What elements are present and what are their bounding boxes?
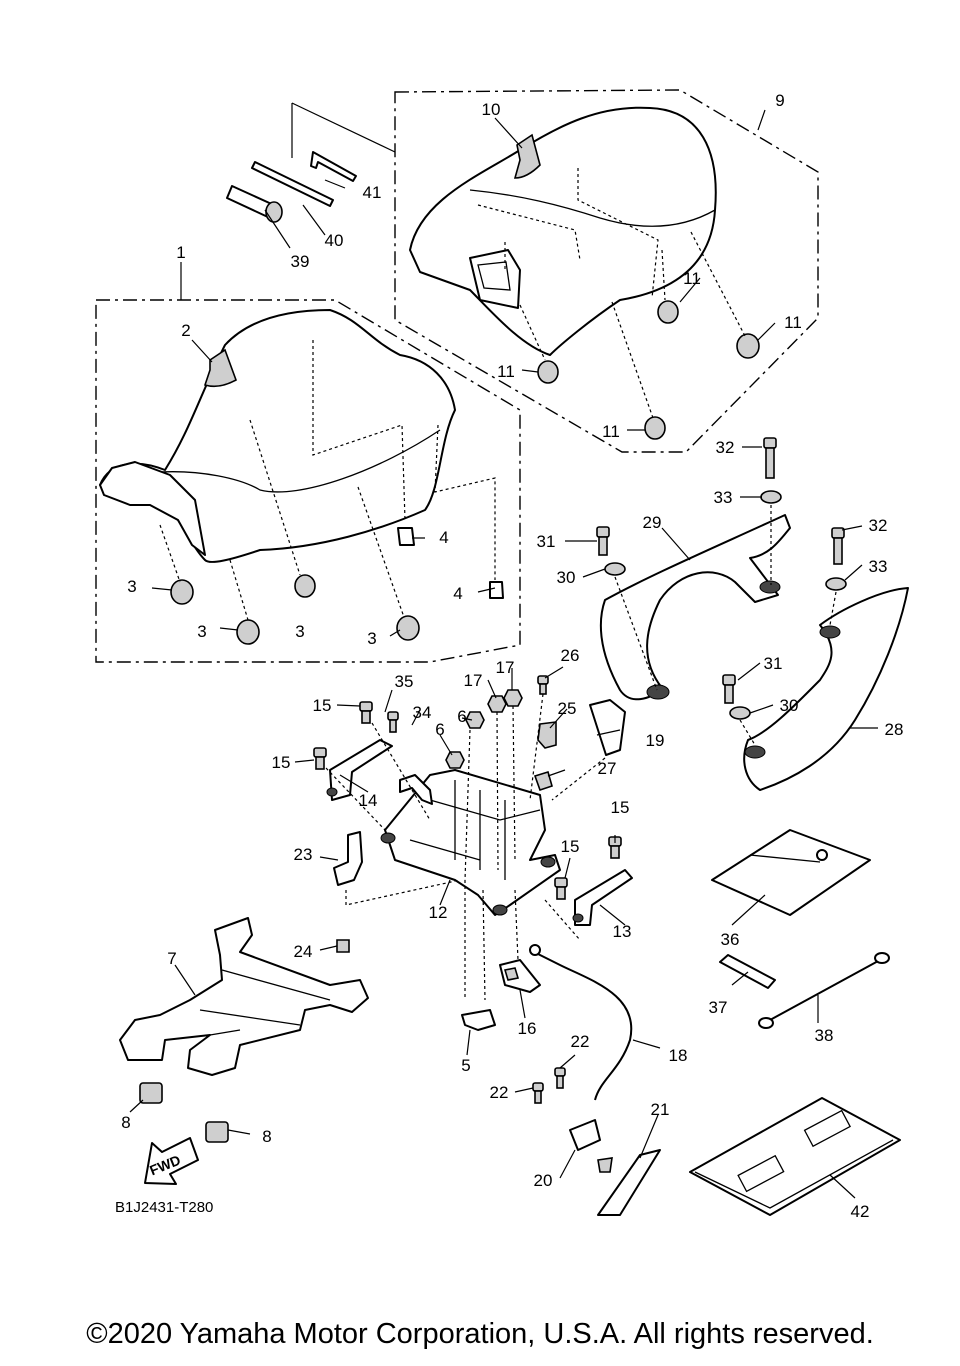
callout-26: 26 xyxy=(561,646,580,665)
callout-14: 14 xyxy=(359,791,378,810)
callout-19: 19 xyxy=(646,731,665,750)
callout-6: 6 xyxy=(435,720,444,739)
callout-32: 32 xyxy=(716,438,735,457)
callout-36: 36 xyxy=(721,930,740,949)
bracket-34[interactable] xyxy=(399,774,433,805)
callout-2: 2 xyxy=(181,321,190,340)
callout-8: 8 xyxy=(121,1113,130,1132)
grab-bar-28[interactable] xyxy=(743,587,909,791)
callout-11: 11 xyxy=(784,313,802,332)
bracket-14[interactable] xyxy=(326,739,393,801)
copyright-notice: ©2020 Yamaha Motor Corporation, U.S.A. A… xyxy=(86,1318,874,1350)
callout-7: 7 xyxy=(167,949,176,968)
callout-28: 28 xyxy=(885,720,904,739)
callout-17: 17 xyxy=(464,671,483,690)
callout-27: 27 xyxy=(598,759,617,778)
callout-3: 3 xyxy=(295,622,304,641)
subframe-rubbers xyxy=(139,1082,229,1143)
callout-35: 35 xyxy=(395,672,414,691)
callout-12: 12 xyxy=(429,903,448,922)
owners-manual-envelope[interactable] xyxy=(711,829,871,916)
bracket-13[interactable] xyxy=(572,869,633,926)
callout-11: 11 xyxy=(683,269,701,288)
callout-39: 39 xyxy=(291,252,310,271)
helmet-cable-38[interactable] xyxy=(758,952,890,1029)
callout-labels: 1 2 3 3 3 3 4 4 5 6 6 7 8 8 9 10 11 11 1… xyxy=(121,91,903,1221)
callout-32: 32 xyxy=(869,516,888,535)
lock-dashed-leads xyxy=(325,693,606,1001)
callout-21: 21 xyxy=(651,1100,670,1119)
callout-16: 16 xyxy=(518,1019,537,1038)
callout-30: 30 xyxy=(557,568,576,587)
callout-24: 24 xyxy=(294,942,313,961)
callout-15: 15 xyxy=(272,753,291,772)
front-seat-dashed-leads xyxy=(159,524,249,621)
grab-bar-29[interactable] xyxy=(599,514,791,701)
callout-1: 1 xyxy=(176,243,185,262)
callout-10: 10 xyxy=(482,100,501,119)
callout-40: 40 xyxy=(325,231,344,250)
callout-3: 3 xyxy=(197,622,206,641)
front-seat[interactable] xyxy=(99,309,496,621)
seat-subframe[interactable] xyxy=(119,917,369,1076)
hook-5[interactable] xyxy=(461,1009,496,1031)
callout-42: 42 xyxy=(851,1202,870,1221)
front-seat-dampers xyxy=(170,527,504,645)
callout-6: 6 xyxy=(457,707,466,726)
callout-leaders xyxy=(129,109,878,1199)
callout-41: 41 xyxy=(363,183,382,202)
key-cylinder-parts xyxy=(532,1067,661,1216)
seat-lock-bracket[interactable] xyxy=(380,769,561,916)
callout-31: 31 xyxy=(537,532,556,551)
seat-lock-cable[interactable] xyxy=(529,944,633,1101)
callout-4: 4 xyxy=(439,528,448,547)
callout-22: 22 xyxy=(571,1032,590,1051)
callout-8: 8 xyxy=(262,1127,271,1146)
diagram-code: B1J2431-T280 xyxy=(115,1199,213,1216)
callout-5: 5 xyxy=(461,1056,470,1075)
manual-booklet-42[interactable] xyxy=(689,1097,901,1216)
small-hardware xyxy=(313,675,626,953)
callout-31: 31 xyxy=(764,654,783,673)
callout-11: 11 xyxy=(602,422,620,441)
rear-seat-dashed-leads xyxy=(519,231,746,419)
bracket-23[interactable] xyxy=(333,831,363,886)
front-seat-group-outline xyxy=(95,299,521,663)
tool-kit-parts xyxy=(226,102,396,223)
seat-lock-assembly-16[interactable] xyxy=(499,959,541,993)
callout-3: 3 xyxy=(127,577,136,596)
grab-bar-fasteners xyxy=(596,437,847,720)
callout-11: 11 xyxy=(497,362,515,381)
callout-23: 23 xyxy=(294,845,313,864)
callout-25: 25 xyxy=(558,699,577,718)
callout-15: 15 xyxy=(313,696,332,715)
callout-33: 33 xyxy=(714,488,733,507)
callout-4: 4 xyxy=(453,584,462,603)
callout-13: 13 xyxy=(613,922,632,941)
callout-3: 3 xyxy=(367,629,376,648)
callout-37: 37 xyxy=(709,998,728,1017)
callout-34: 34 xyxy=(413,703,432,722)
strap-37[interactable] xyxy=(719,954,776,989)
callout-18: 18 xyxy=(669,1046,688,1065)
rear-seat[interactable] xyxy=(409,106,717,356)
rear-seat-damper-set xyxy=(537,300,760,440)
rear-seat-group-outline xyxy=(394,89,819,453)
callout-33: 33 xyxy=(869,557,888,576)
callout-38: 38 xyxy=(815,1026,834,1045)
callout-15: 15 xyxy=(561,837,580,856)
callout-17: 17 xyxy=(496,658,515,677)
callout-30: 30 xyxy=(780,696,799,715)
callout-15: 15 xyxy=(611,798,630,817)
callout-22: 22 xyxy=(490,1083,509,1102)
forward-arrow-icon: FWD xyxy=(144,1137,199,1185)
callout-20: 20 xyxy=(534,1171,553,1190)
callout-29: 29 xyxy=(643,513,662,532)
callout-9: 9 xyxy=(775,91,784,110)
